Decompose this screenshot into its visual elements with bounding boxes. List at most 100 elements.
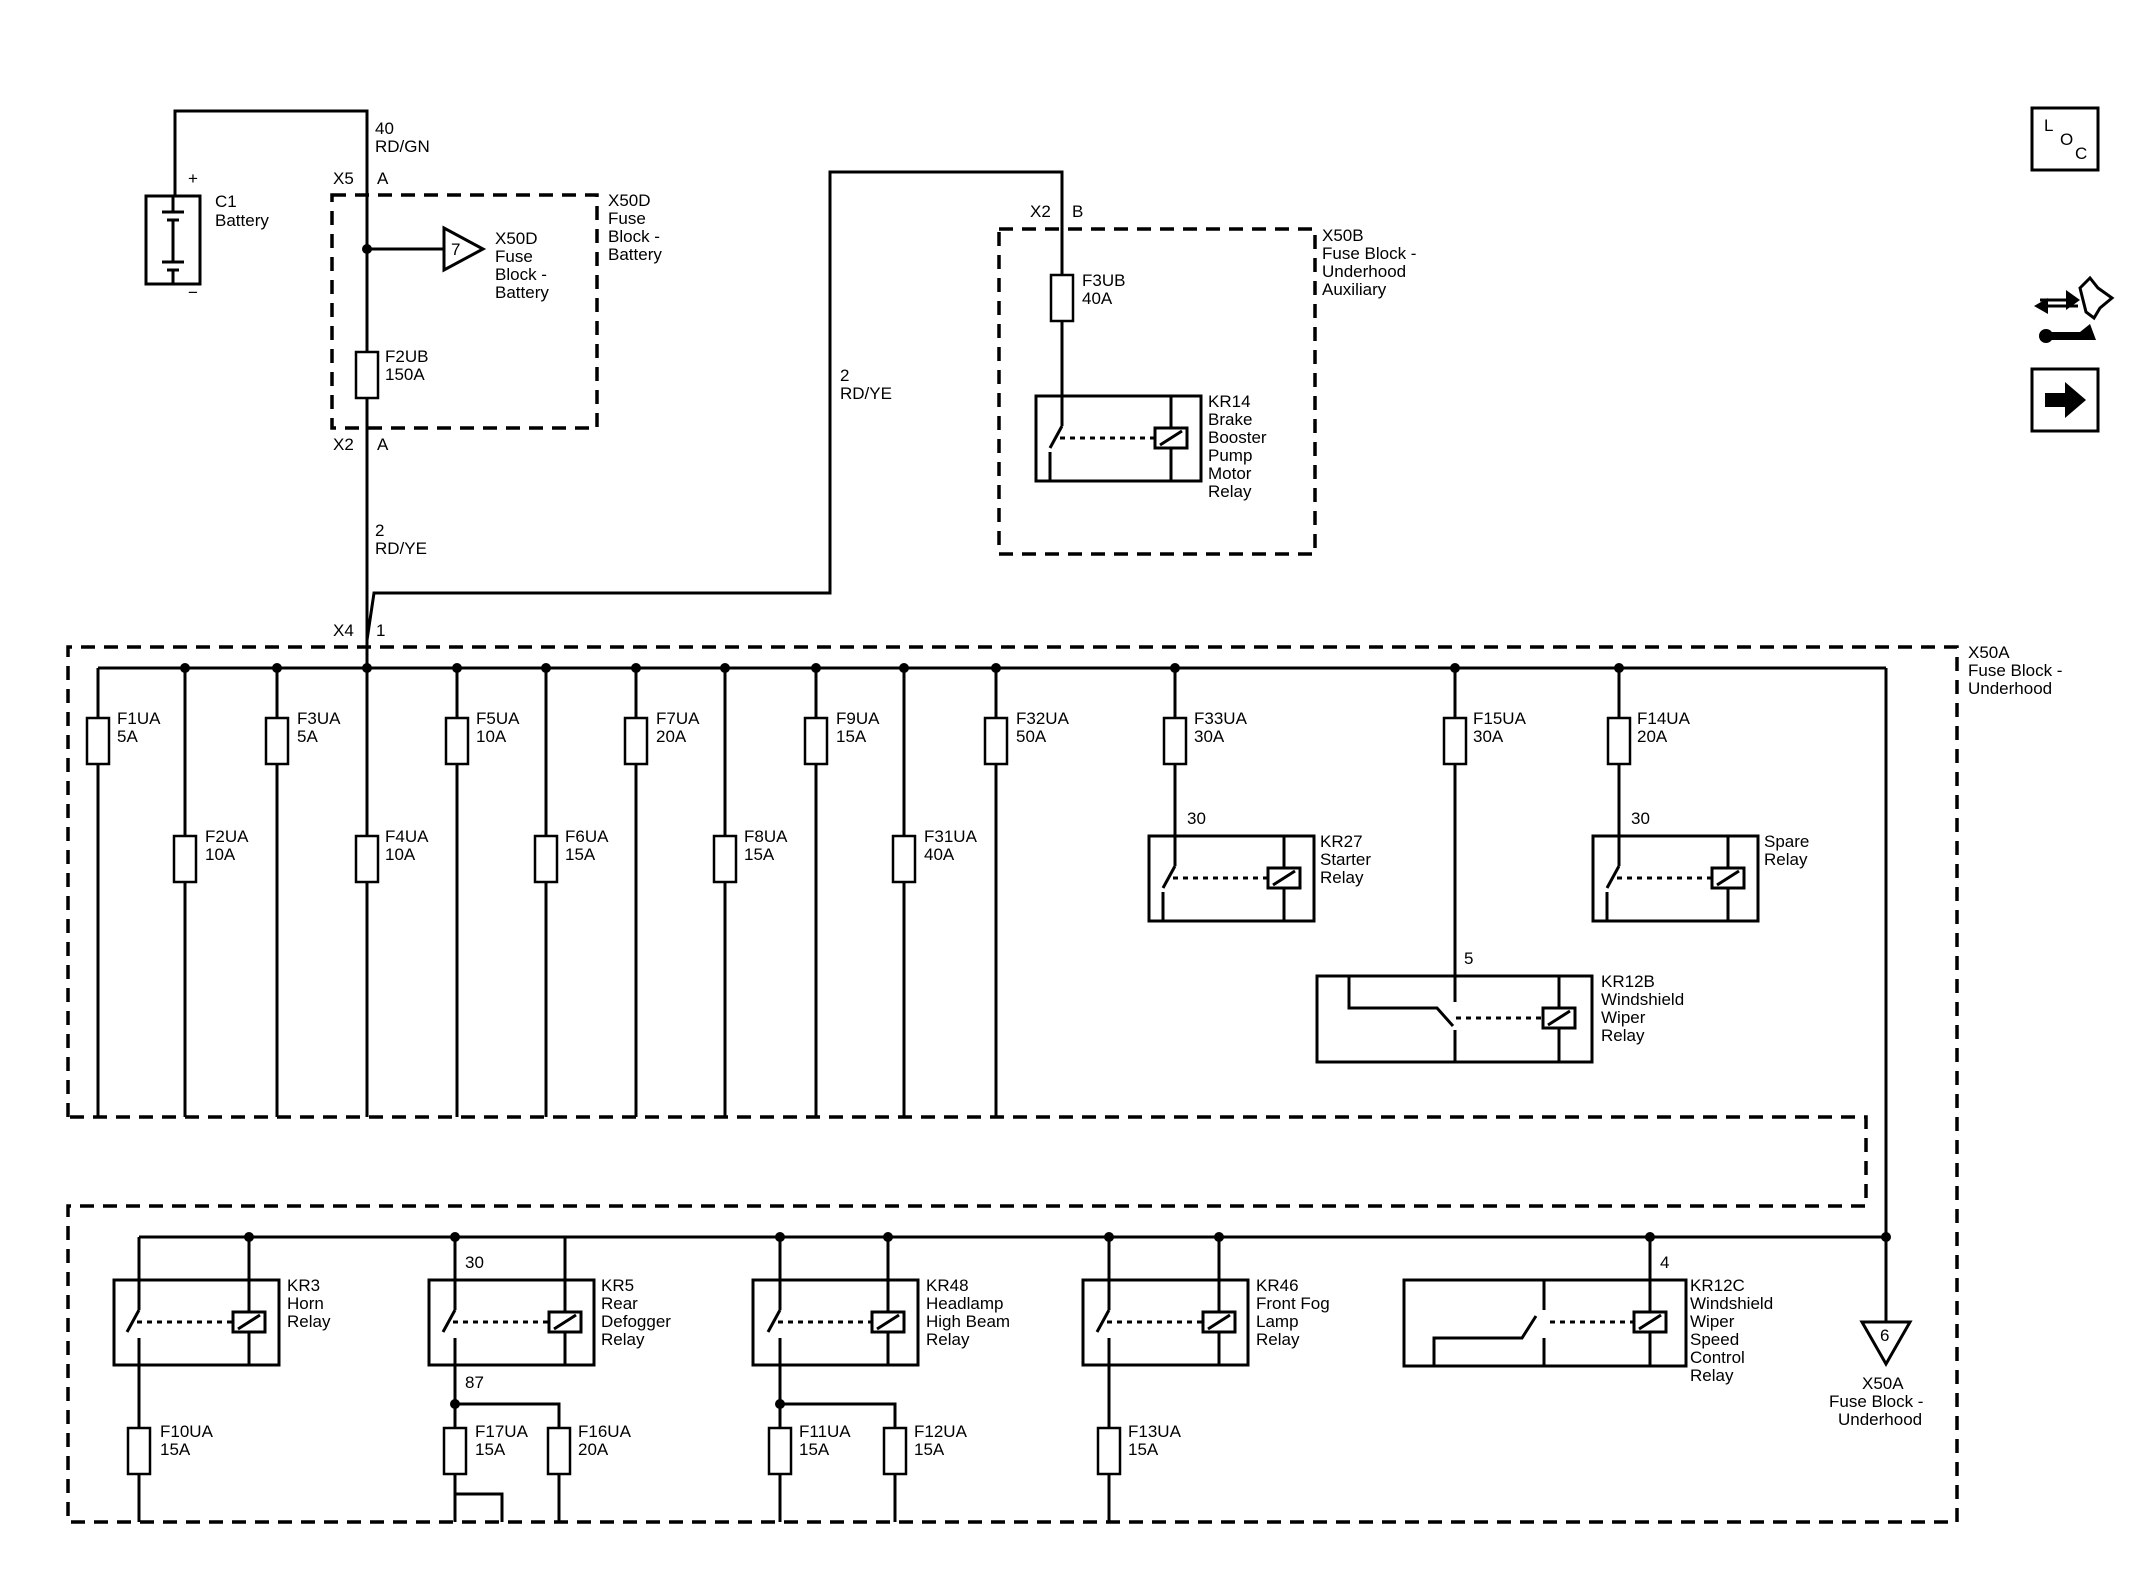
x50d-l1: Fuse [608,209,646,228]
fuse-f11ua-name: F11UA [799,1422,851,1441]
fuse-f6ua-name: F6UA [565,827,609,846]
relay-kr27-l1: Starter [1320,850,1371,869]
battery-c1: + − C1 Battery [144,169,269,302]
relay-kr48-l3: Relay [926,1330,970,1349]
wire-main-color: RD/YE [375,539,427,558]
battery-minus: − [188,283,198,302]
connector-x4-pin: 1 [376,621,385,640]
connector-x5-pin: A [377,169,389,188]
fuse-f9ua-name: F9UA [836,709,880,728]
relay-spare-l1: Spare [1764,832,1809,851]
fuse-f32ua [983,716,1009,766]
fuse-f17ua-amp: 15A [475,1440,506,1459]
fuse-f6ua [533,834,559,884]
fuse-f7ua [623,716,649,766]
fuse-f12ua [882,1426,908,1476]
fuse-f3ub-name: F3UB [1082,271,1125,290]
fuse-f9ua-amp: 15A [836,727,867,746]
relay-kr5-l1: Rear [601,1294,638,1313]
relay-kr12c-l4: Control [1690,1348,1745,1367]
fuse-f1ua-amp: 5A [117,727,138,746]
fuse-f5ua-amp: 10A [476,727,507,746]
x50b-l1: Fuse Block - [1322,244,1416,263]
fuse-f14ua-amp: 20A [1637,727,1668,746]
wire-main-num: 2 [375,521,384,540]
connector-x2b-pin: B [1072,202,1083,221]
fuse-f7ua-name: F7UA [656,709,700,728]
relay-spare-l2: Relay [1764,850,1808,869]
fuse-f2ub-name: F2UB [385,347,428,366]
fuse-f15ua-name: F15UA [1473,709,1527,728]
fuse-f17ua [442,1426,468,1476]
fuse-f7ua-amp: 20A [656,727,687,746]
fuse-f31ua [891,834,917,884]
fuse-f33ua-name: F33UA [1194,709,1248,728]
x50d-ref-name: X50D [495,229,538,248]
relay-spare-pin: 30 [1631,809,1650,828]
relay-kr5 [427,1237,596,1367]
fuse-f2ub-amp: 150A [385,365,425,384]
relay-kr14-l1: Brake [1208,410,1252,429]
fuse-f6ua-amp: 15A [565,845,596,864]
fuse-f10ua [126,1426,152,1476]
fuse-f14ua [1606,716,1632,766]
relay-kr12b-name: KR12B [1601,972,1655,991]
relay-kr12c-l2: Wiper [1690,1312,1735,1331]
relay-kr48-l2: High Beam [926,1312,1010,1331]
relay-kr46-l3: Relay [1256,1330,1300,1349]
fuse-f8ua-amp: 15A [744,845,775,864]
relay-kr12c-l3: Speed [1690,1330,1739,1349]
relay-kr12b [1315,974,1594,1064]
loc-icon-o: O [2060,130,2073,149]
fuse-f31ua-name: F31UA [924,827,978,846]
battery-plus: + [188,169,198,188]
relay-kr14-l2: Booster [1208,428,1267,447]
relay-kr14-name: KR14 [1208,392,1251,411]
loc-button[interactable]: L O C [2030,106,2100,172]
relay-kr14-l4: Motor [1208,464,1252,483]
relay-kr48-name: KR48 [926,1276,969,1295]
relay-kr5-l2: Defogger [601,1312,671,1331]
relay-kr5-l3: Relay [601,1330,645,1349]
relay-kr3-name: KR3 [287,1276,320,1295]
x50d-ref-arrow [442,225,487,273]
loc-icon-c: C [2075,144,2087,163]
fuse-f32ua-amp: 50A [1016,727,1047,746]
next-page-button[interactable] [2030,367,2100,433]
relay-kr27-l2: Relay [1320,868,1364,887]
relay-kr48 [751,1237,920,1367]
fuse-f5ua [444,716,470,766]
fuse-f8ua [712,834,738,884]
fuse-f3ua [264,716,290,766]
relay-kr12c-l5: Relay [1690,1366,1734,1385]
fuse-f11ua [767,1426,793,1476]
fuse-f12ua-amp: 15A [914,1440,945,1459]
fuses-top-row [85,716,1632,884]
relay-kr27 [1147,834,1316,923]
relay-kr14-l3: Pump [1208,446,1252,465]
fuse-f12ua-name: F12UA [914,1422,968,1441]
x50a-l1: Fuse Block - [1968,661,2062,680]
connector-x5: X5 [333,169,354,188]
offpage-arrow [1859,1320,1913,1368]
fuse-f10ua-amp: 15A [160,1440,191,1459]
fuse-f5ua-name: F5UA [476,709,520,728]
x50b-enclosure [997,227,1317,556]
relay-kr3-l2: Relay [287,1312,331,1331]
wire-top-color: RD/GN [375,137,430,156]
fuse-f31ua-amp: 40A [924,845,955,864]
fuse-f4ua-amp: 10A [385,845,416,864]
relay-kr12c-name: KR12C [1690,1276,1745,1295]
relay-kr14-l5: Relay [1208,482,1252,501]
relay-kr14 [1034,394,1203,483]
fuse-f13ua-name: F13UA [1128,1422,1182,1441]
relay-kr46 [1081,1237,1250,1367]
x50d-ref-l1: Fuse [495,247,533,266]
connector-wrench-icon[interactable] [2034,275,2115,343]
fuse-f10ua-name: F10UA [160,1422,214,1441]
relay-kr12c-l1: Windshield [1690,1294,1773,1313]
x50d-ref-l2: Block - [495,265,547,284]
relay-kr5-name: KR5 [601,1276,634,1295]
fuse-f13ua-amp: 15A [1128,1440,1159,1459]
battery-label: Battery [215,211,269,230]
